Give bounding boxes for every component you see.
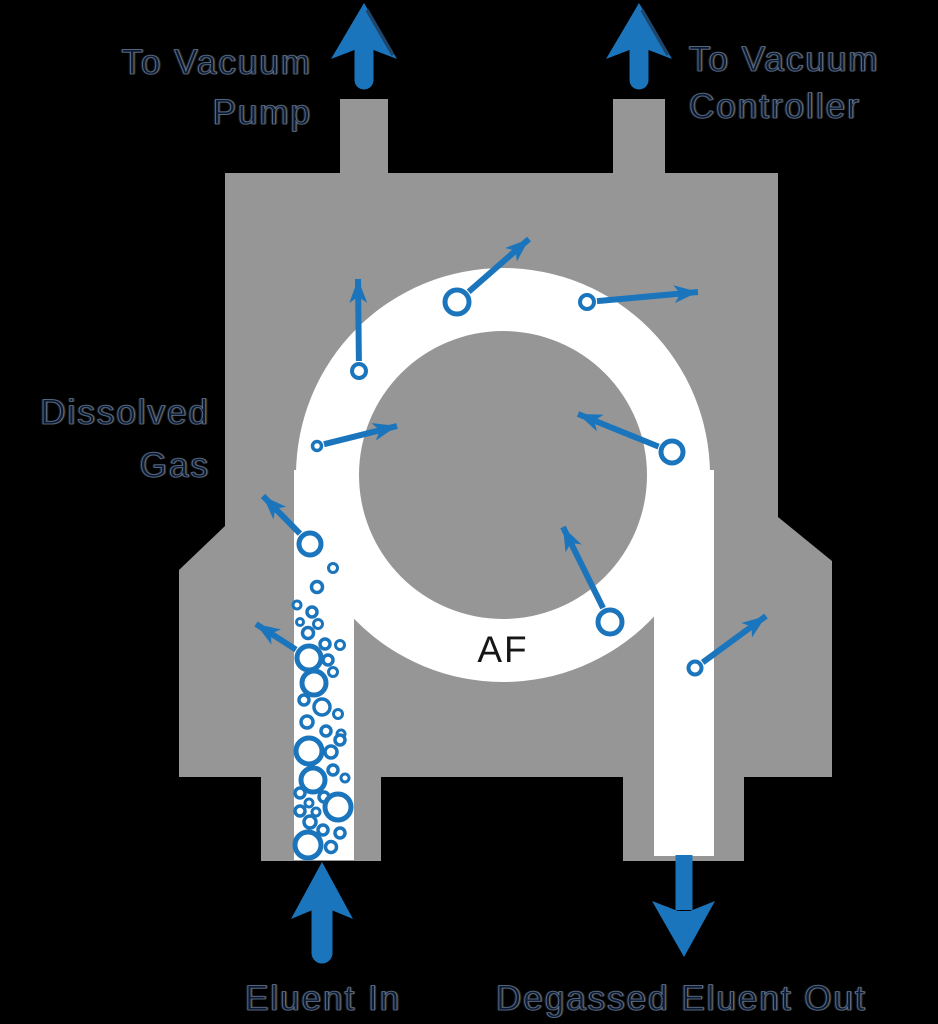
gas-escape-arrow xyxy=(442,236,531,317)
gas-bubble xyxy=(298,765,328,795)
controller-port-neck xyxy=(613,99,665,175)
label-line: To Vacuum xyxy=(121,43,312,83)
gas-bubble xyxy=(333,826,347,840)
label-degassed-eluent-out: Degassed Eluent Out xyxy=(496,979,867,1019)
label-line: Dissolved xyxy=(40,393,210,433)
gas-bubble xyxy=(323,744,339,760)
escaping-bubble xyxy=(442,287,472,317)
gas-bubble xyxy=(310,806,322,818)
gas-bubble xyxy=(323,839,339,855)
escaping-bubble xyxy=(578,293,596,311)
arrow-shadow-edge xyxy=(640,9,670,56)
gas-bubble xyxy=(305,605,319,619)
gas-escape-arrow xyxy=(576,411,686,466)
gas-bubble xyxy=(327,562,339,574)
escaping-bubble xyxy=(294,643,324,673)
gas-bubble xyxy=(316,823,330,837)
gas-bubble xyxy=(312,697,332,717)
escape-arrow-shaft xyxy=(323,423,398,448)
gas-escape-arrow xyxy=(260,493,324,558)
gas-escape-arrow xyxy=(349,278,368,380)
escaping-bubble xyxy=(310,439,324,453)
gas-bubble xyxy=(309,579,325,595)
escaping-bubble xyxy=(658,438,686,466)
gas-bubble xyxy=(293,735,325,767)
to-vacuum-pump-arrow xyxy=(331,3,397,90)
label-line: Controller xyxy=(689,87,861,127)
gas-bubble xyxy=(319,724,333,738)
gas-bubble xyxy=(326,763,340,777)
gas-bubble xyxy=(300,625,316,641)
escaping-bubble xyxy=(296,530,324,558)
gas-escape-arrow xyxy=(254,621,324,673)
gas-bubble xyxy=(299,668,329,698)
escape-arrows-layer xyxy=(254,236,768,677)
gas-bubble xyxy=(333,733,347,747)
gas-bubble xyxy=(322,791,354,823)
gas-bubble xyxy=(297,693,311,707)
gas-bubble xyxy=(293,786,307,800)
gas-bubble xyxy=(321,653,335,667)
label-line: To Vacuum xyxy=(689,40,880,80)
gas-escape-arrow xyxy=(560,525,625,637)
escaping-bubble xyxy=(350,362,368,380)
gas-bubble xyxy=(312,618,324,630)
gas-bubble xyxy=(293,804,307,818)
gas-bubble xyxy=(318,637,332,651)
flow-arrows xyxy=(291,3,715,964)
escape-arrow-shaft xyxy=(560,525,606,610)
gas-bubble xyxy=(295,617,305,627)
label-to-vacuum-pump: To Vacuum Pump xyxy=(121,38,313,138)
escape-arrow-shaft xyxy=(349,278,368,362)
arrow-shadow-edge xyxy=(365,9,395,56)
escaping-bubble xyxy=(686,659,704,677)
gas-bubble xyxy=(292,829,324,861)
label-eluent-in: Eluent In xyxy=(244,979,402,1019)
label-line: Gas xyxy=(139,446,210,486)
bubbles-layer xyxy=(291,562,354,861)
gas-bubble xyxy=(332,708,344,720)
label-af-membrane: AF xyxy=(477,629,529,670)
label-line: Pump xyxy=(212,93,312,133)
degassed-eluent-out-arrow xyxy=(652,855,715,957)
to-vacuum-controller-arrow xyxy=(606,3,672,90)
gas-escape-arrow xyxy=(686,613,768,677)
label-dissolved-gas: Dissolved Gas xyxy=(40,386,210,492)
escaping-bubble xyxy=(595,607,625,637)
gas-bubble xyxy=(339,772,351,784)
gas-escape-arrow xyxy=(578,285,699,311)
label-to-vacuum-controller: To Vacuum Controller xyxy=(689,36,880,130)
gas-escape-arrow xyxy=(310,423,398,453)
gas-bubble xyxy=(302,814,318,830)
gas-bubble xyxy=(291,599,303,611)
escape-arrow-shaft xyxy=(466,236,531,295)
gas-bubble xyxy=(303,797,315,809)
gas-bubble xyxy=(299,714,315,730)
gas-bubble xyxy=(327,666,339,678)
pump-port-neck xyxy=(340,99,388,175)
escape-arrow-shaft xyxy=(700,613,768,665)
escape-arrow-shaft xyxy=(254,621,298,653)
eluent-in-arrow xyxy=(291,862,353,964)
gas-bubble xyxy=(334,639,346,651)
escape-arrow-shaft xyxy=(260,493,303,536)
escape-arrow-shaft xyxy=(576,411,660,450)
inner-chamber-circle xyxy=(359,331,647,619)
escape-arrow-shaft xyxy=(596,285,699,305)
